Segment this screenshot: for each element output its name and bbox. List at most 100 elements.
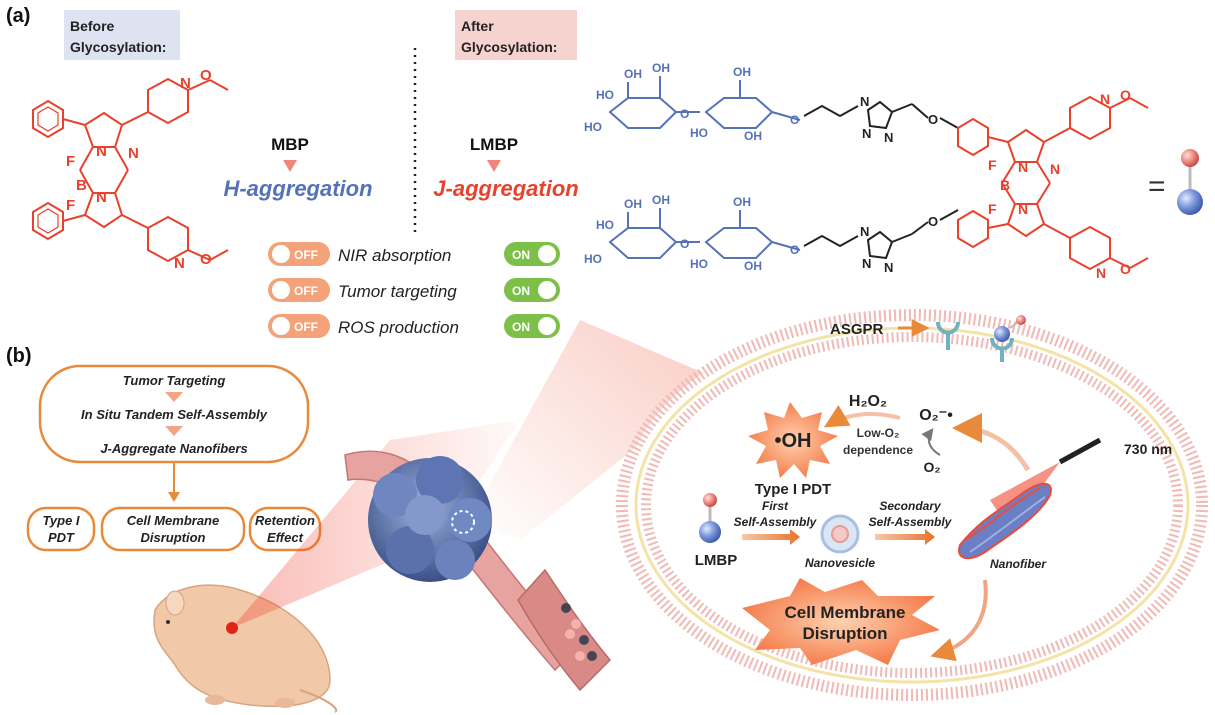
mbp-atoms: N N F B F N N N O O — [66, 67, 212, 272]
second-sa-line1: Secondary — [879, 499, 942, 513]
nanofiber-to-disruption-arrow — [930, 579, 988, 662]
svg-text:OH: OH — [744, 129, 762, 143]
svg-text:Cell Membrane: Cell Membrane — [127, 513, 219, 528]
svg-text:OH: OH — [744, 259, 762, 273]
superoxide-label: O₂⁻• — [919, 407, 953, 424]
lactose-labels: HO OH HO OH O OH HO OH O HO OH HO OH O O… — [584, 61, 799, 273]
asgpr-receptor — [936, 321, 960, 335]
before-tag-line2: Glycosylation: — [70, 39, 166, 55]
svg-text:F: F — [66, 153, 75, 170]
svg-text:OFF: OFF — [294, 248, 318, 262]
lmbp-atoms: N N F B F N N N O O — [988, 87, 1131, 281]
svg-text:OFF: OFF — [294, 284, 318, 298]
svg-text:O: O — [790, 243, 799, 257]
svg-text:Type I: Type I — [42, 513, 79, 528]
linker-bottom — [803, 209, 959, 260]
cell-membrane-leaflet — [641, 332, 1183, 678]
svg-text:Effect: Effect — [267, 530, 304, 545]
svg-text:O: O — [200, 67, 212, 84]
svg-text:OH: OH — [624, 197, 642, 211]
after-tag-bg — [455, 10, 577, 60]
svg-text:N: N — [860, 94, 869, 109]
laser-fiber — [1058, 437, 1102, 465]
asgpr-label: ASGPR — [830, 321, 884, 338]
svg-text:B: B — [1000, 177, 1010, 193]
laser-wavelength: 730 nm — [1124, 441, 1172, 457]
toggle-row-tumor: OFF Tumor targeting ON — [268, 278, 560, 302]
asgpr-bound-receptor — [990, 337, 1014, 351]
svg-text:HO: HO — [690, 257, 708, 271]
flow-step-1: Tumor Targeting — [123, 373, 226, 388]
svg-text:ON: ON — [512, 320, 530, 334]
svg-text:N: N — [96, 143, 107, 160]
mbp-name: MBP — [271, 135, 309, 154]
mbp-arrow — [283, 160, 297, 172]
flow-step-2: In Situ Tandem Self-Assembly — [81, 407, 268, 422]
vessel-open-end — [517, 568, 612, 692]
svg-text:O: O — [928, 112, 938, 127]
cell-membrane-outer — [616, 309, 1208, 701]
before-tag-line1: Before — [70, 18, 115, 34]
flow-step-3: J-Aggregate Nanofibers — [100, 441, 247, 456]
lmbp-name: LMBP — [470, 135, 518, 154]
lmbp-label: LMBP — [695, 552, 738, 569]
nanofiber-to-ros-arrow — [952, 413, 1031, 472]
svg-text:OH: OH — [733, 195, 751, 209]
tumor-cluster — [368, 456, 492, 582]
lactose-top — [608, 76, 801, 129]
outcome-membrane — [100, 506, 246, 552]
svg-text:F: F — [66, 197, 75, 214]
svg-text:B: B — [76, 177, 87, 194]
panel-b-label: (b) — [6, 345, 32, 367]
svg-text:N: N — [884, 130, 893, 145]
svg-text:N: N — [862, 126, 871, 141]
linker-atoms: N N N O N N N O — [860, 94, 938, 275]
svg-text:HO: HO — [690, 126, 708, 140]
svg-text:Retention: Retention — [255, 513, 315, 528]
hydroxyl-burst — [748, 402, 838, 478]
toggle-label-ros: ROS production — [338, 318, 459, 337]
disruption-line1: Cell Membrane — [785, 603, 906, 622]
disruption-line2: Disruption — [803, 624, 888, 643]
low-o2-line1: Low-O₂ — [857, 426, 900, 440]
h2o2-arrow — [823, 404, 901, 428]
mbp-state: H-aggregation — [223, 176, 372, 201]
svg-text:O: O — [790, 113, 799, 127]
tumor-zoom-circle — [451, 510, 475, 534]
lmbp-bodipy — [957, 95, 1149, 271]
o2-label: O₂ — [923, 459, 940, 475]
svg-text:HO: HO — [584, 252, 602, 266]
svg-text:Disruption: Disruption — [141, 530, 206, 545]
toggle-row-ros: OFF ROS production ON — [268, 314, 560, 338]
lmbp-state: J-aggregation — [433, 176, 578, 201]
second-sa-line2: Self-Assembly — [869, 515, 953, 529]
svg-text:N: N — [180, 75, 191, 92]
first-sa-line1: First — [762, 499, 789, 513]
ballstick-red-ball — [1181, 149, 1199, 167]
svg-text:HO: HO — [596, 218, 614, 232]
disruption-burst — [742, 578, 940, 665]
lmbp-arrow — [487, 160, 501, 172]
flow-arrow-1 — [165, 392, 183, 402]
svg-text:HO: HO — [596, 88, 614, 102]
svg-text:N: N — [1018, 201, 1028, 217]
mbp-structure — [32, 77, 229, 263]
linker-top — [803, 100, 959, 130]
beam-tumor-cell — [470, 320, 720, 540]
lmbp-icon-blue — [699, 521, 721, 543]
svg-text:O: O — [928, 214, 938, 229]
h2o2-label: H₂O₂ — [849, 393, 887, 410]
svg-text:O: O — [200, 251, 212, 268]
svg-text:OFF: OFF — [294, 320, 318, 334]
svg-text:N: N — [174, 255, 185, 272]
low-o2-line2: dependence — [843, 443, 913, 457]
svg-text:N: N — [860, 224, 869, 239]
type1-pdt-label: Type I PDT — [755, 481, 831, 498]
equals-sign: = — [1148, 170, 1166, 203]
hydroxyl-label: •OH — [774, 430, 811, 452]
svg-text:F: F — [988, 157, 997, 173]
svg-text:N: N — [862, 256, 871, 271]
lactose-bottom — [608, 208, 801, 259]
svg-text:N: N — [1100, 91, 1110, 107]
